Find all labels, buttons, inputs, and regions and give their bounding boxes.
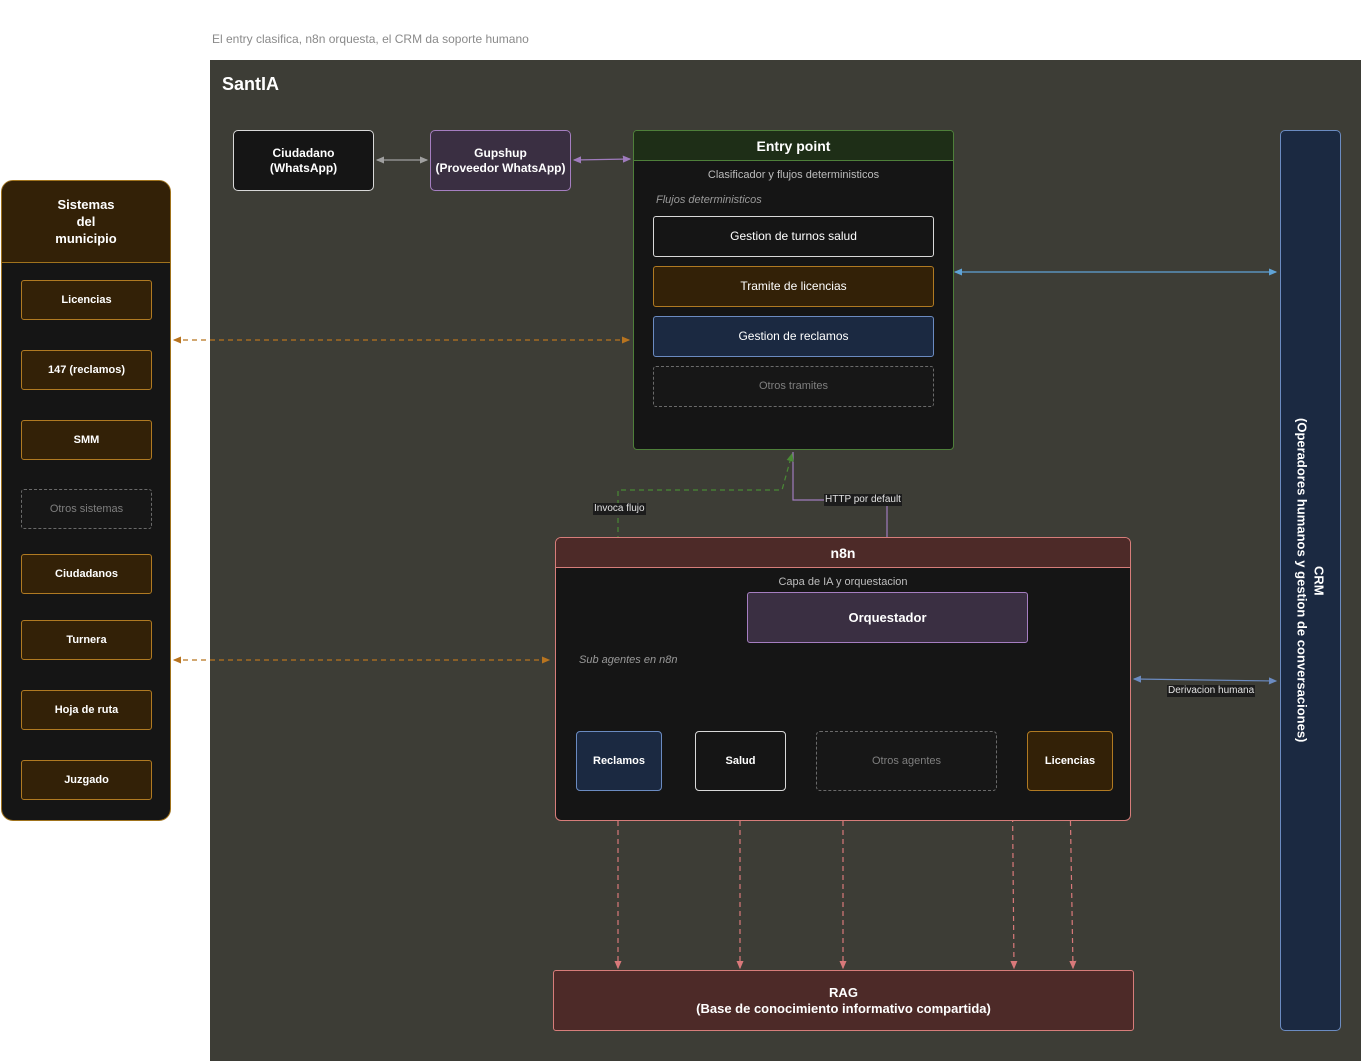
- n8n-container: n8n Capa de IA y orquestacion Sub agente…: [555, 537, 1131, 821]
- rag-node[interactable]: RAG (Base de conocimiento informativo co…: [553, 970, 1134, 1031]
- ciudadano-node[interactable]: Ciudadano (WhatsApp): [233, 130, 374, 191]
- municipio-title: Sistemas del municipio: [2, 181, 170, 263]
- municipio-item-hoja-de-ruta[interactable]: Hoja de ruta: [21, 690, 152, 730]
- crm-label-wrap: CRM (Operadores humanos y gestion de con…: [1280, 130, 1341, 1031]
- flow-reclamos[interactable]: Gestion de reclamos: [653, 316, 934, 357]
- crm-label: CRM (Operadores humanos y gestion de con…: [1294, 418, 1327, 743]
- crm-node[interactable]: [1280, 130, 1341, 1031]
- agent-salud[interactable]: Salud: [695, 731, 786, 791]
- municipio-item-licencias[interactable]: Licencias: [21, 280, 152, 320]
- edge-gupshup-entry: [572, 155, 632, 164]
- edge-label-invoca: Invoca flujo: [593, 503, 646, 515]
- municipio-item-ciudadanos[interactable]: Ciudadanos: [21, 554, 152, 594]
- edge-n8n-crm: [1132, 675, 1278, 685]
- santia-title: SantIA: [222, 74, 280, 94]
- entry-point-title: Entry point: [634, 131, 953, 161]
- edge-label-derivacion: Derivacion humana: [1167, 685, 1256, 697]
- n8n-subtitle: Capa de IA y orquestacion: [778, 576, 908, 588]
- orquestador-node[interactable]: Orquestador: [747, 592, 1028, 643]
- municipio-item-147[interactable]: 147 (reclamos): [21, 350, 152, 390]
- flow-licencias[interactable]: Tramite de licencias: [653, 266, 934, 307]
- subagentes-label: Sub agentes en n8n: [579, 654, 678, 666]
- flow-turnos-salud[interactable]: Gestion de turnos salud: [653, 216, 934, 257]
- entry-point-container: Entry point Clasificador y flujos determ…: [633, 130, 954, 450]
- agent-otros[interactable]: Otros agentes: [816, 731, 997, 791]
- municipio-item-otros[interactable]: Otros sistemas: [21, 489, 152, 529]
- entry-point-subtitle: Clasificador y flujos deterministicos: [707, 169, 880, 181]
- edge-licencias-rag: [1066, 792, 1077, 970]
- flujos-label: Flujos deterministicos: [656, 194, 762, 206]
- agent-licencias[interactable]: Licencias: [1027, 731, 1113, 791]
- gupshup-node[interactable]: Gupshup (Proveedor WhatsApp): [430, 130, 571, 191]
- municipio-panel: Sistemas del municipio Licencias 147 (re…: [1, 180, 171, 821]
- municipio-item-juzgado[interactable]: Juzgado: [21, 760, 152, 800]
- agent-reclamos[interactable]: Reclamos: [576, 731, 662, 791]
- n8n-title: n8n: [556, 538, 1130, 568]
- municipio-item-turnera[interactable]: Turnera: [21, 620, 152, 660]
- diagram-subtitle: El entry clasifica, n8n orquesta, el CRM…: [212, 32, 529, 46]
- municipio-item-smm[interactable]: SMM: [21, 420, 152, 460]
- edge-label-http: HTTP por default: [824, 494, 902, 506]
- flow-otros-tramites[interactable]: Otros tramites: [653, 366, 934, 407]
